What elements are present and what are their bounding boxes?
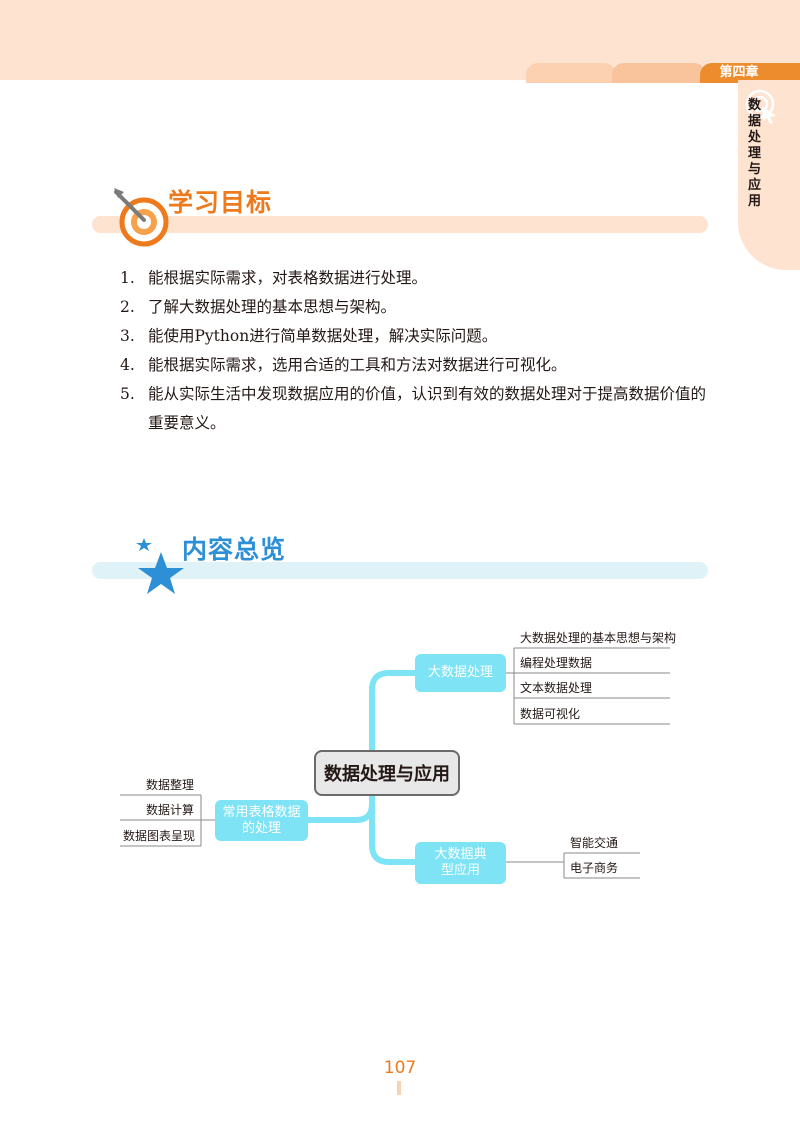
goals-header-bar bbox=[92, 216, 708, 233]
side-chapter-title: 数据处理与应用 bbox=[748, 98, 762, 209]
goal-item: 4. 能根据实际需求，选用合适的工具和方法对数据进行可视化。 bbox=[120, 351, 720, 380]
mindmap-leaf: 大数据处理的基本思想与架构 bbox=[520, 631, 677, 645]
mindmap-leaf: 智能交通 bbox=[570, 836, 619, 850]
mindmap-leaf: 数据整理 bbox=[146, 778, 195, 792]
goal-number: 5. bbox=[120, 385, 135, 403]
page-number: 107 bbox=[383, 1058, 417, 1078]
cursor-target-icon bbox=[745, 89, 776, 124]
mindmap-center-node: 数据处理与应用 bbox=[314, 750, 460, 796]
goals-section-title: 学习目标 bbox=[168, 188, 273, 217]
chapter-label: 第四章 bbox=[719, 65, 759, 80]
mindmap-leaf: 编程处理数据 bbox=[520, 656, 593, 670]
goal-number: 1. bbox=[120, 269, 135, 287]
goal-item: 3. 能使用Python进行简单数据处理，解决实际问题。 bbox=[120, 322, 720, 351]
goal-text: 能根据实际需求，选用合适的工具和方法对数据进行可视化。 bbox=[148, 356, 567, 374]
mindmap-leaf: 电子商务 bbox=[570, 861, 619, 875]
goal-text: 能使用Python进行简单数据处理，解决实际问题。 bbox=[148, 327, 498, 345]
chapter-tab-active bbox=[700, 63, 800, 83]
mindmap-leaf: 数据可视化 bbox=[520, 707, 581, 721]
overview-section-title: 内容总览 bbox=[182, 535, 287, 564]
mindmap-leaf: 文本数据处理 bbox=[520, 681, 593, 695]
goal-number: 2. bbox=[120, 298, 135, 316]
goal-item: 5. 能从实际生活中发现数据应用的价值，认识到有效的数据处理对于提高数据价值的重要… bbox=[120, 380, 720, 438]
chapter-tab-left bbox=[526, 63, 616, 83]
goal-text: 能根据实际需求，对表格数据进行处理。 bbox=[148, 269, 428, 287]
goal-number: 4. bbox=[120, 356, 135, 374]
mindmap-branch-node: 常用表格数据的处理 bbox=[215, 800, 308, 841]
goals-list: 1.能根据实际需求，对表格数据进行处理。 2.了解大数据处理的基本思想与架构。 … bbox=[120, 264, 720, 438]
goal-text: 了解大数据处理的基本思想与架构。 bbox=[148, 298, 397, 316]
mindmap-branch-node: 大数据处理 bbox=[415, 654, 506, 692]
mindmap-branch-node: 大数据典型应用 bbox=[415, 842, 506, 884]
goal-item: 2. 了解大数据处理的基本思想与架构。 bbox=[120, 293, 720, 322]
overview-header-bar bbox=[92, 562, 708, 579]
star-icon bbox=[136, 538, 184, 594]
goal-number: 3. bbox=[120, 327, 135, 345]
chapter-tab-middle bbox=[612, 63, 706, 83]
mindmap-leaf: 数据图表呈现 bbox=[123, 829, 196, 843]
page-number-mark bbox=[397, 1081, 401, 1095]
goal-item: 1. 能根据实际需求，对表格数据进行处理。 bbox=[120, 264, 720, 293]
goal-text: 能从实际生活中发现数据应用的价值，认识到有效的数据处理对于提高数据价值的重要意义… bbox=[148, 385, 707, 432]
target-icon bbox=[114, 188, 169, 247]
mindmap-leaf: 数据计算 bbox=[146, 803, 195, 817]
